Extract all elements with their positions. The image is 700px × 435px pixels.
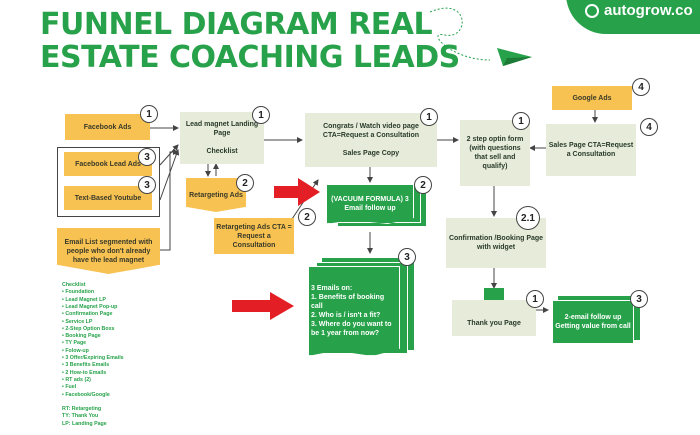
checklist-item: • TY Page (62, 340, 87, 347)
node-retargeting-cta: Retargeting Ads CTA = Request a Consulta… (214, 218, 294, 254)
checklist-item: • 2 How-to Emails (62, 369, 107, 376)
badge-facebook-lead-ads: 3 (138, 148, 156, 166)
node-congrats: Congrats / Watch video page CTA=Request … (305, 113, 437, 167)
checklist-item: LP: Landing Page (62, 420, 107, 427)
checklist-item: • Foundation (62, 289, 95, 296)
badge-retargeting-cta: 2 (298, 208, 316, 226)
checklist-item: • 3 Offer/Expiring Emails (62, 355, 124, 361)
autogrow-logo-icon (585, 4, 599, 18)
red-arrow-icon (232, 178, 320, 320)
node-thank-you: Thank you Page (452, 300, 536, 336)
badge-google-ads: 4 (632, 78, 650, 96)
node-emails-on: 3 Emails on: 1. Benefits of booking call… (308, 266, 400, 356)
node-sales-page: Sales Page CTA=Request a Consultation (546, 124, 636, 176)
badge-facebook-ads: 1 (140, 105, 158, 123)
node-email-followup: 2-email follow up Getting value from cal… (552, 300, 634, 344)
group-frame (57, 147, 160, 217)
checklist-item: TY: Thank You (62, 413, 99, 420)
node-optin: 2 step optin form (with questions that s… (460, 120, 530, 186)
badge-thank-you: 1 (526, 290, 544, 308)
checklist-item: RT: Retargeting (62, 406, 102, 413)
badge-congrats: 1 (420, 108, 438, 126)
node-vacuum: (VACUUM FORMULA) 3 Email follow up (326, 184, 414, 224)
checklist-item: • Fuel (62, 384, 77, 391)
badge-confirmation: 2.1 (516, 206, 540, 230)
checklist-item: • Service LP (62, 318, 93, 325)
plane-trail (429, 7, 491, 61)
badge-emails-on: 3 (398, 248, 416, 266)
page-title: FUNNEL DIAGRAM REAL ESTATE COACHING LEAD… (40, 7, 460, 75)
checklist-item: • Booking Page (62, 333, 101, 340)
node-facebook-lead-ads: Facebook Lead Ads (64, 152, 152, 176)
brand-name: autogrow.co (604, 2, 693, 19)
checklist-item: • 3 Benefits Emails (62, 362, 110, 369)
checklist-item: • Lead Magnet Pop-up (62, 303, 118, 310)
paper-plane-icon (497, 48, 532, 66)
checklist-item: • Folow-up (62, 347, 89, 354)
checklist-item: • Lead Magnet LP (62, 296, 106, 303)
badge-vacuum: 2 (414, 176, 432, 194)
node-email-list: Email List segmented with people who don… (57, 228, 160, 274)
checklist-item: • 2-Step Option Boxs (62, 325, 115, 332)
badge-lead-magnet: 1 (252, 106, 270, 124)
node-facebook-ads: Facebook Ads (65, 114, 150, 140)
checklist-item: • RT ads (2) (62, 376, 91, 383)
badge-optin: 1 (512, 112, 530, 130)
node-lead-magnet: Lead magnet Landing Page Checklist (180, 112, 264, 164)
badge-email-followup: 3 (630, 290, 648, 308)
checklist-item: • Confirmation Page (62, 311, 113, 318)
node-text-youtube: Text-Based Youtube (64, 186, 152, 210)
badge-retargeting-ads: 2 (236, 174, 254, 192)
checklist-item: Checklist (62, 282, 86, 288)
badge-text-youtube: 3 (138, 176, 156, 194)
badge-sales-page: 4 (640, 118, 658, 136)
checklist-item: • Facebook/Google (62, 391, 110, 398)
node-google-ads: Google Ads (552, 86, 632, 110)
